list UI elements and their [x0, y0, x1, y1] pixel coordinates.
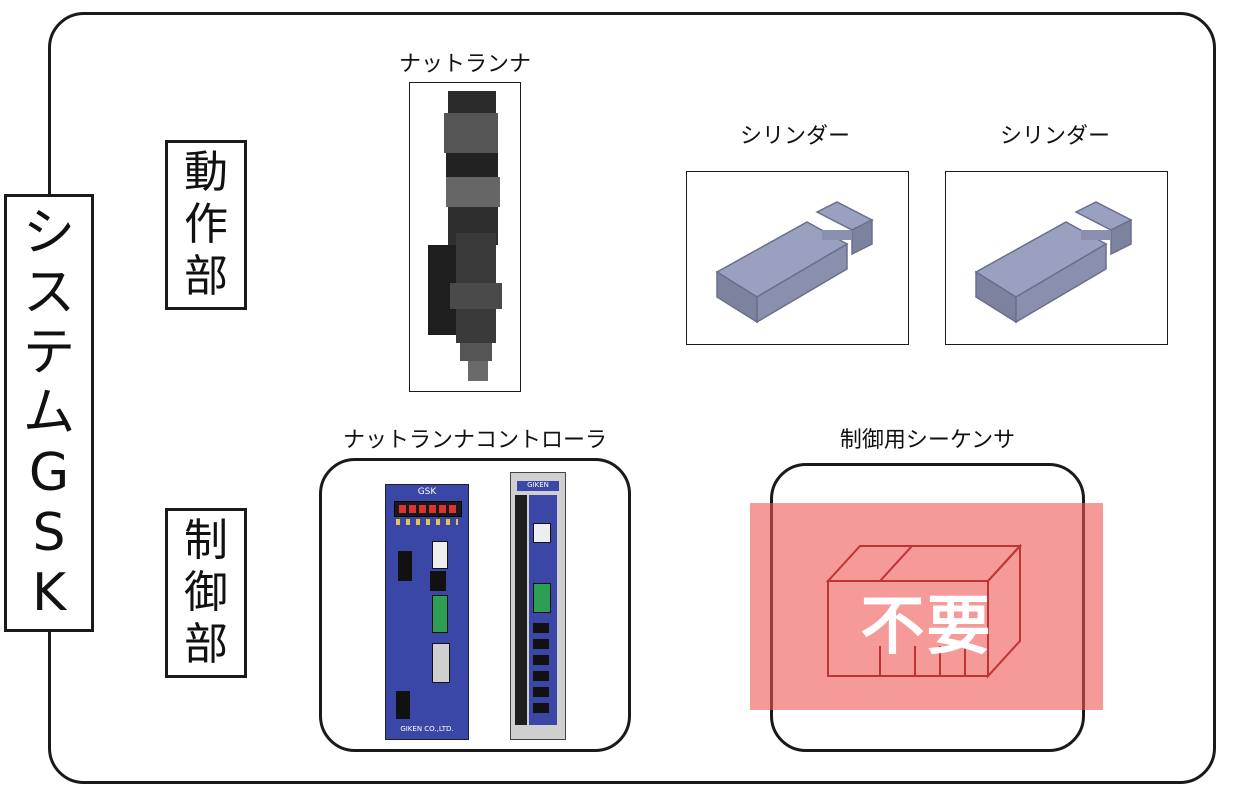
controller-terminal	[432, 595, 448, 633]
cylinder-1-caption: シリンダー	[739, 124, 850, 149]
sequencer-not-required-overlay	[750, 503, 1103, 710]
controller-group	[319, 458, 631, 752]
side-unit-brand-label: GIKEN	[527, 481, 549, 489]
controller-brand-label: GSK	[417, 487, 437, 497]
nutrunner-image	[409, 82, 521, 392]
cylinder-2-image	[945, 171, 1168, 345]
controller-leds	[396, 519, 458, 525]
controller-display	[394, 501, 462, 517]
side-unit-terminal	[533, 583, 551, 613]
operation-section-label: 動 作 部	[165, 140, 247, 310]
system-gsk-label: シ ス テ ム G S K	[4, 194, 94, 632]
section-label-char: 作	[184, 199, 228, 250]
system-label-char: K	[31, 563, 67, 623]
section-label-char: 部	[184, 619, 228, 670]
cylinder-2-caption: シリンダー	[999, 124, 1110, 149]
controller-port	[430, 571, 446, 591]
side-unit-ports	[533, 623, 549, 713]
cylinder-1-image	[686, 171, 909, 345]
control-section-label: 制 御 部	[165, 508, 247, 678]
system-label-char: ス	[22, 263, 75, 323]
system-label-char: S	[32, 503, 66, 563]
section-label-char: 動	[184, 147, 228, 198]
controller-maker-label: GIKEN CO.,LTD.	[400, 725, 454, 733]
side-unit-port	[533, 523, 551, 543]
system-label-char: テ	[22, 323, 75, 383]
controller-port	[432, 541, 448, 569]
controller-unit: GSK GIKEN CO.,LTD.	[385, 484, 469, 740]
section-label-char: 御	[184, 567, 228, 618]
sequencer-caption: 制御用シーケンサ	[839, 428, 1016, 453]
controller-side-unit: GIKEN	[510, 472, 566, 740]
section-label-char: 部	[184, 251, 228, 302]
controller-caption: ナットランナコントローラ	[342, 428, 607, 453]
not-required-label: 不要	[860, 590, 993, 664]
controller-port	[432, 643, 450, 683]
controller-port	[396, 691, 410, 719]
controller-port	[398, 551, 412, 581]
system-label-char: ム	[22, 383, 75, 443]
system-label-char: シ	[22, 203, 75, 263]
system-label-char: G	[28, 443, 70, 503]
section-label-char: 制	[184, 515, 228, 566]
nutrunner-caption: ナットランナ	[398, 52, 531, 77]
